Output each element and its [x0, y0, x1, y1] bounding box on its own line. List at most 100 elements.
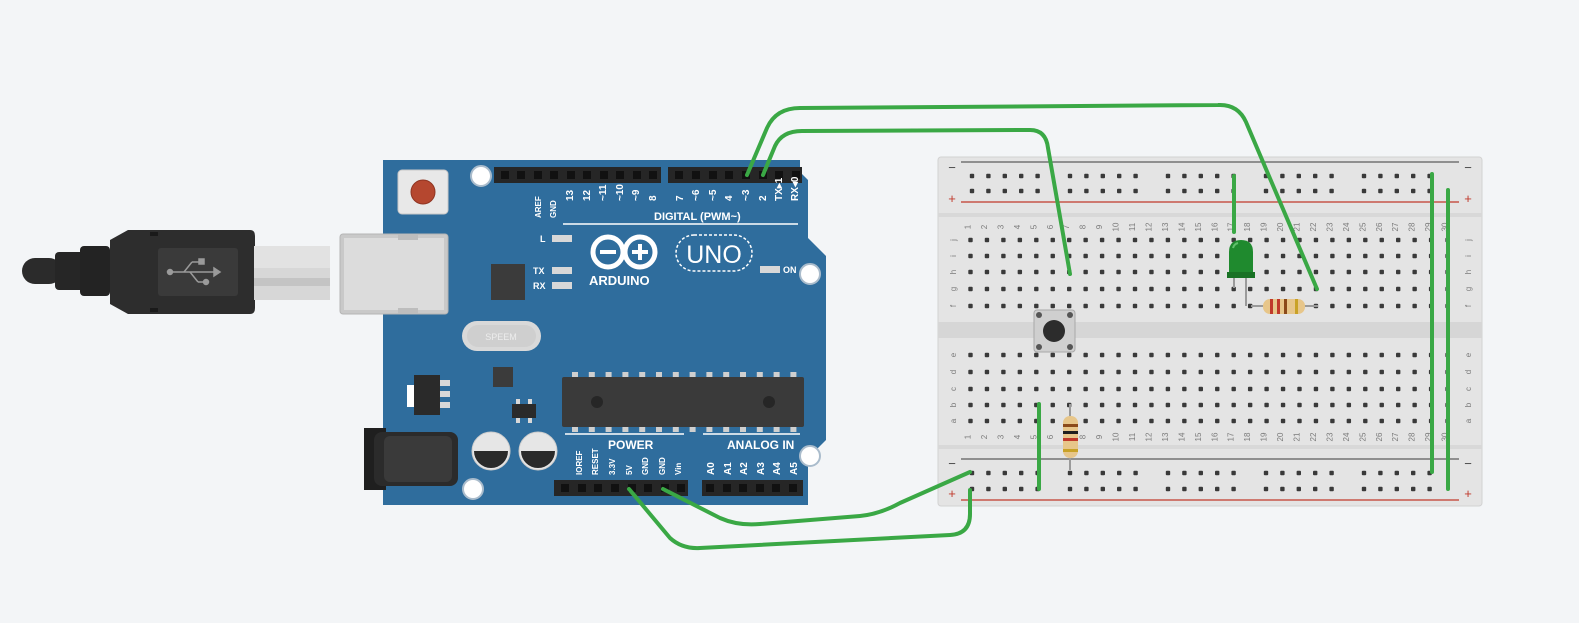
header-pin[interactable]: [534, 171, 542, 179]
rail-plus-label: +: [1464, 486, 1472, 501]
col-number-top: 19: [1260, 222, 1269, 231]
transistor-chip: [512, 399, 536, 423]
reset-button[interactable]: [397, 169, 449, 215]
power-pin-label-6: Vin: [674, 463, 683, 475]
pin-label-5: 8: [648, 195, 659, 201]
rail-minus-label: −: [1464, 160, 1472, 175]
col-number-bottom: 27: [1391, 432, 1400, 441]
col-number-top: 27: [1391, 222, 1400, 231]
row-letter: h: [949, 270, 958, 274]
row-letter: b: [949, 402, 958, 407]
col-number-bottom: 24: [1342, 432, 1351, 441]
col-number-bottom: 30: [1441, 432, 1450, 441]
header-pin[interactable]: [756, 484, 764, 492]
col-number-top: 18: [1243, 222, 1252, 231]
led-l-indicator: L: [540, 234, 572, 244]
dc-power-jack: [364, 428, 458, 490]
col-number-bottom: 11: [1128, 432, 1137, 441]
header-pin[interactable]: [628, 484, 636, 492]
led-tx-label: TX: [533, 266, 545, 276]
resistor-button[interactable]: [1063, 404, 1078, 470]
led-on-label: ON: [783, 265, 797, 275]
column-numbers: 1122334455667788991010111112121313141415…: [964, 222, 1450, 441]
header-pin[interactable]: [677, 484, 685, 492]
row-letter: f: [949, 304, 958, 307]
col-number-top: 17: [1227, 222, 1236, 231]
pin-label-11: 2: [758, 195, 769, 201]
analog-pin-label-4: A4: [772, 462, 783, 475]
col-number-top: 9: [1095, 224, 1104, 229]
header-pin[interactable]: [739, 484, 747, 492]
wire-pin2-to-breadboard[interactable]: [761, 128, 1072, 276]
header-pin[interactable]: [649, 171, 657, 179]
pin-label-gnd: GND: [549, 200, 558, 218]
col-number-bottom: 23: [1325, 432, 1334, 441]
mounting-hole: [799, 445, 821, 467]
analog-header: [702, 480, 803, 496]
arduino-logo-text: ARDUINO: [589, 273, 650, 288]
led-green[interactable]: [1227, 240, 1255, 306]
header-pin[interactable]: [550, 171, 558, 179]
col-number-top: 13: [1161, 222, 1170, 231]
usb-symbol-icon: [166, 258, 222, 286]
pin-label-8: ~5: [708, 189, 719, 201]
wire-pin3-to-breadboard[interactable]: [745, 102, 1319, 291]
col-number-bottom: 17: [1227, 432, 1236, 441]
header-pin[interactable]: [594, 484, 602, 492]
uno-badge-text: UNO: [686, 241, 742, 269]
header-pin[interactable]: [644, 484, 652, 492]
rail-labels: −−++−−++: [948, 160, 1472, 501]
resistor-led[interactable]: [1251, 299, 1318, 314]
col-number-bottom: 6: [1046, 434, 1055, 439]
header-pin[interactable]: [725, 171, 733, 179]
row-letter: b: [1464, 402, 1473, 407]
header-pin[interactable]: [709, 171, 717, 179]
pin-label-7: ~6: [691, 189, 702, 201]
small-chip: [493, 367, 513, 387]
header-pin[interactable]: [675, 171, 683, 179]
breadboard[interactable]: −−++−−++ 1122334455667788991010111112121…: [937, 156, 1483, 507]
col-number-top: 12: [1144, 222, 1153, 231]
col-number-top: 23: [1325, 222, 1334, 231]
col-number-top: 30: [1441, 222, 1450, 231]
col-number-bottom: 2: [980, 434, 989, 439]
header-pin[interactable]: [789, 484, 797, 492]
row-letter: c: [949, 387, 958, 391]
header-pin[interactable]: [616, 171, 624, 179]
usb-cable[interactable]: [22, 230, 330, 314]
wire-gnd-to-minus-rail[interactable]: [661, 470, 972, 527]
pin-label-0: 13: [565, 189, 576, 201]
header-pin[interactable]: [792, 171, 800, 179]
header-pin[interactable]: [611, 484, 619, 492]
header-pin[interactable]: [583, 171, 591, 179]
header-pin[interactable]: [772, 484, 780, 492]
voltage-regulator: [407, 375, 450, 415]
header-pin[interactable]: [775, 171, 783, 179]
col-number-bottom: 8: [1079, 434, 1088, 439]
col-number-bottom: 9: [1095, 434, 1104, 439]
header-pin[interactable]: [706, 484, 714, 492]
header-pin[interactable]: [501, 171, 509, 179]
led-l-label: L: [540, 234, 546, 244]
header-pin[interactable]: [600, 171, 608, 179]
header-pin[interactable]: [567, 171, 575, 179]
row-letter: j: [949, 239, 958, 242]
header-pin[interactable]: [633, 171, 641, 179]
wire-5v-to-plus-rail[interactable]: [627, 487, 972, 551]
atmega-microcontroller: [562, 372, 804, 432]
col-number-bottom: 28: [1408, 432, 1417, 441]
header-pin[interactable]: [578, 484, 586, 492]
header-pin[interactable]: [517, 171, 525, 179]
header-pin[interactable]: [561, 484, 569, 492]
col-number-bottom: 14: [1177, 432, 1186, 441]
header-pin[interactable]: [692, 171, 700, 179]
row-letter: i: [1464, 255, 1473, 257]
push-button[interactable]: [1033, 309, 1076, 353]
analog-pin-label-2: A2: [739, 462, 750, 475]
col-number-bottom: 5: [1029, 434, 1038, 439]
rail-plus-label: +: [1464, 191, 1472, 206]
header-pin[interactable]: [723, 484, 731, 492]
